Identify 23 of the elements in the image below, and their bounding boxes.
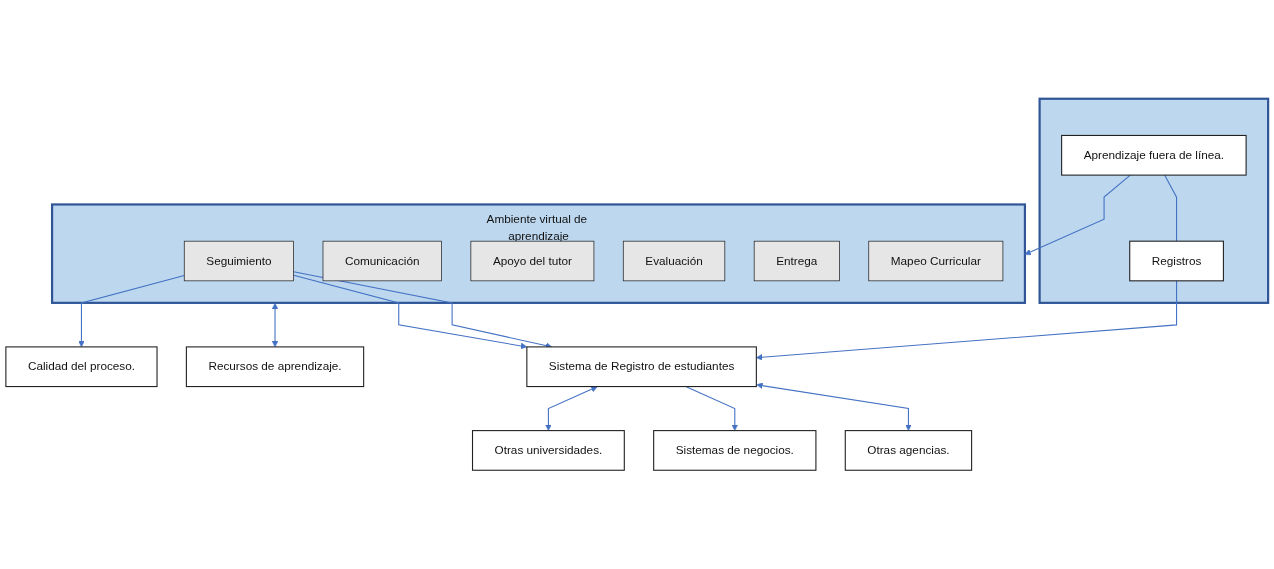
arrow (756, 280, 1178, 361)
node-box: Mapeo Curricular (868, 240, 1004, 282)
node-box: Calidad del proceso. (5, 346, 158, 388)
node-box: Sistema de Registro de estudiantes (526, 346, 757, 388)
arrow (756, 382, 912, 431)
node-box: Sistemas de negocios. (653, 430, 817, 471)
connector (1164, 174, 1178, 242)
node-box: Seguimiento (183, 240, 294, 282)
arrow (545, 386, 598, 431)
node-box: Aprendizaje fuera de línea. (1061, 134, 1247, 176)
arrow (78, 275, 185, 348)
node-box: Registros (1129, 240, 1224, 282)
node-box: Comunicación (322, 240, 442, 282)
arrow (1024, 174, 1131, 256)
node-box: Evaluación (622, 240, 726, 282)
node-box: Otras universidades. (471, 430, 625, 471)
arrow (271, 302, 279, 348)
node-box: Apoyo del tutor (470, 240, 595, 282)
arrow (685, 386, 738, 431)
node-box: Otras agencias. (844, 430, 973, 471)
node-box: Recursos de aprendizaje. (185, 346, 365, 388)
node-box: Entrega (753, 240, 840, 282)
cluster (1038, 97, 1270, 304)
